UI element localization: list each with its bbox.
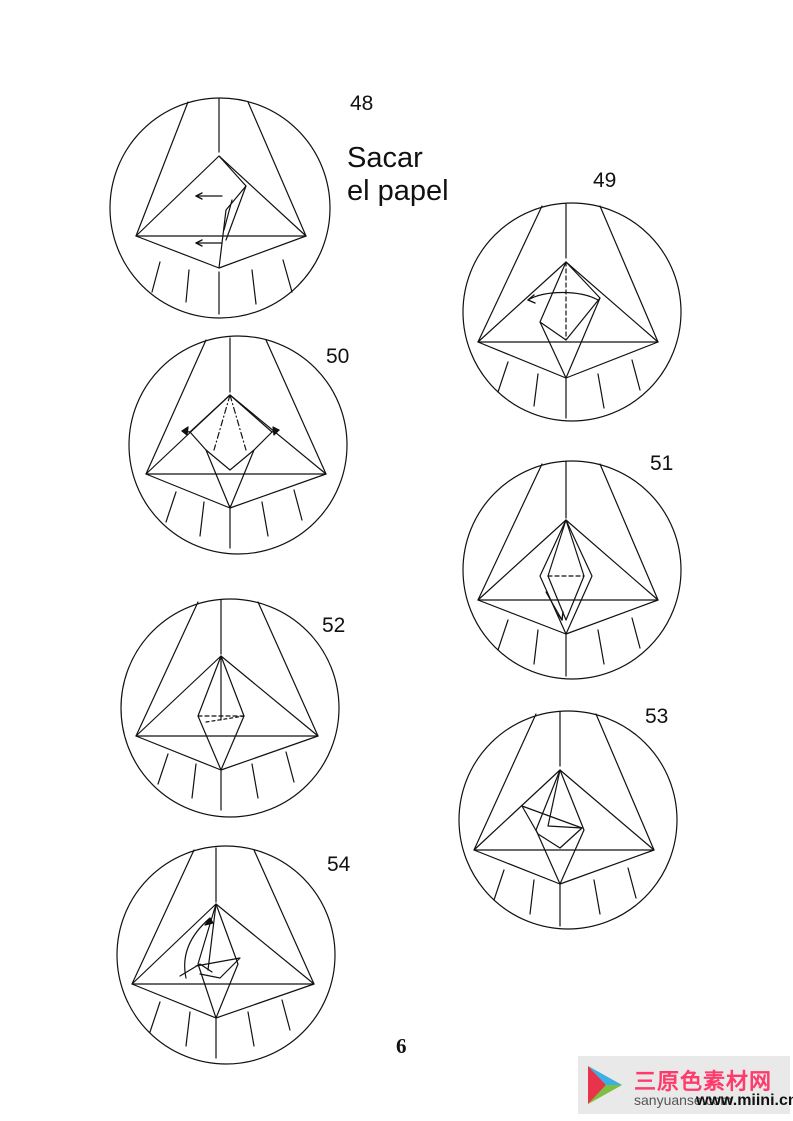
step-49-diagram: [462, 202, 682, 422]
step-51-diagram: [462, 460, 682, 680]
watermark: 三原色素材网 sanyuanse.com www.miini.cn: [578, 1056, 793, 1114]
watermark-brand: 三原色素材网: [634, 1070, 773, 1095]
step-50-diagram: [128, 335, 348, 555]
step-number-54: 54: [327, 853, 351, 876]
step-48-diagram: [109, 97, 331, 319]
watermark-url-2: www.miini.cn: [696, 1092, 793, 1109]
step-number-50: 50: [326, 345, 350, 368]
step-53-diagram: [458, 710, 678, 930]
step-number-52: 52: [322, 614, 346, 637]
caption-line-2: el papel: [347, 175, 449, 207]
step-52-diagram: [120, 598, 340, 818]
step-number-51: 51: [650, 452, 674, 475]
step-number-48: 48: [350, 92, 374, 115]
caption-line-1: Sacar: [347, 142, 423, 174]
play-logo-icon: [588, 1066, 622, 1104]
step-54-diagram: [116, 845, 336, 1065]
page-number: 6: [396, 1034, 407, 1058]
step-number-53: 53: [645, 705, 669, 728]
step-number-49: 49: [593, 169, 617, 192]
instruction-caption: Sacar el papel: [347, 142, 449, 208]
watermark-url-1: sanyuanse.com: [634, 1092, 733, 1108]
